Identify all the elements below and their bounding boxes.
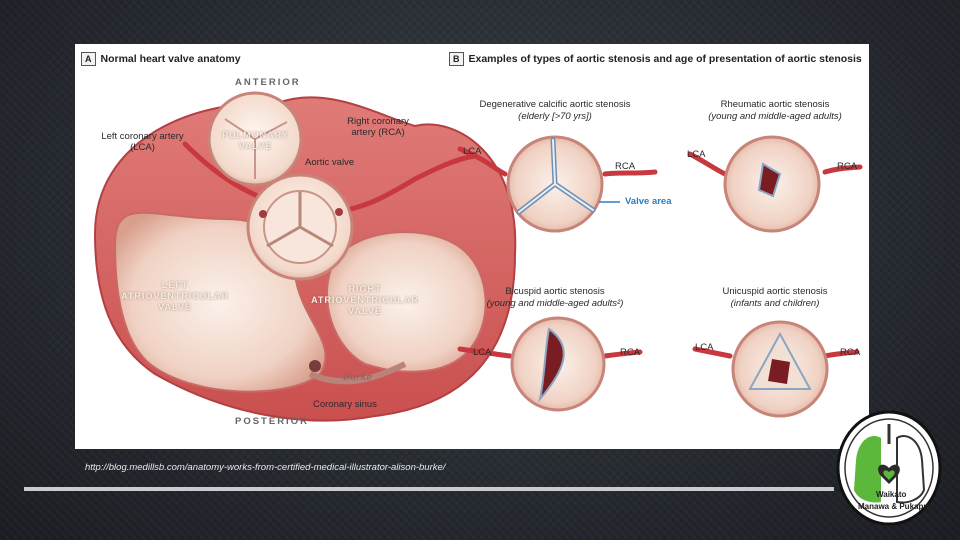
logo-text-line2: Manawa & Pukapuka	[858, 502, 937, 511]
valve-rheumatic	[690, 137, 860, 231]
label-anterior: ANTERIOR	[235, 77, 301, 88]
caption-bicuspid: Bicuspid aortic stenosis (young and midd…	[475, 286, 635, 310]
caption-unicuspid: Unicuspid aortic stenosis (infants and c…	[695, 286, 855, 310]
degenerative-lca-label: LCA	[463, 146, 481, 157]
waikato-logo: Waikato Manawa & Pukapuka	[836, 410, 942, 526]
panel-a-title-text: Normal heart valve anatomy	[101, 53, 241, 65]
degenerative-rca-label: RCA	[615, 161, 635, 172]
caption-unicuspid-name: Unicuspid aortic stenosis	[722, 286, 827, 297]
divider-line	[24, 487, 834, 491]
rheumatic-rca-label: RCA	[837, 161, 857, 172]
panel-b-title: B Examples of types of aortic stenosis an…	[449, 52, 862, 66]
label-left-av-valve: LEFT ATRIOVENTRICULAR VALVE	[115, 280, 235, 313]
caption-unicuspid-sub: (infants and children)	[695, 298, 855, 310]
label-aortic-valve: Aortic valve	[305, 157, 354, 168]
logo-text-line1: Waikato	[876, 490, 906, 499]
caption-bicuspid-name: Bicuspid aortic stenosis	[505, 286, 604, 297]
label-coronary-sinus: Coronary sinus	[313, 399, 377, 410]
panel-b-tag: B	[449, 52, 464, 66]
artist-signature: Burke	[343, 372, 372, 383]
caption-degenerative: Degenerative calcific aortic stenosis (e…	[475, 99, 635, 123]
label-lca: Left coronary artery (LCA)	[95, 131, 190, 153]
label-posterior: POSTERIOR	[235, 416, 309, 427]
bicuspid-rca-label: RCA	[620, 347, 640, 358]
source-url[interactable]: http://blog.medillsb.com/anatomy-works-f…	[85, 462, 445, 473]
bicuspid-lca-label: LCA	[473, 347, 491, 358]
label-valve-area: Valve area	[625, 196, 672, 207]
panel-b-title-text: Examples of types of aortic stenosis and…	[469, 53, 862, 65]
unicuspid-lca-label: LCA	[695, 342, 713, 353]
panel-a-title: A Normal heart valve anatomy	[81, 52, 241, 66]
caption-degenerative-name: Degenerative calcific aortic stenosis	[479, 99, 630, 110]
panel-a-tag: A	[81, 52, 96, 66]
caption-bicuspid-sub: (young and middle-aged adults²)	[475, 298, 635, 310]
label-rca: Right coronary artery (RCA)	[338, 116, 418, 138]
caption-degenerative-sub: (elderly [>70 yrs])	[475, 111, 635, 123]
unicuspid-rca-label: RCA	[840, 347, 860, 358]
heart-valve-figure: A Normal heart valve anatomy ANTERIOR PUL…	[75, 44, 869, 449]
caption-rheumatic: Rheumatic aortic stenosis (young and mid…	[695, 99, 855, 123]
valve-unicuspid	[695, 322, 857, 416]
caption-rheumatic-sub: (young and middle-aged adults)	[695, 111, 855, 123]
label-right-av-valve: RIGHT ATRIOVENTRICULAR VALVE	[310, 284, 420, 317]
caption-rheumatic-name: Rheumatic aortic stenosis	[721, 99, 830, 110]
label-pulmonary-valve: PULMONARY VALVE	[218, 130, 293, 152]
rheumatic-lca-label: LCA	[687, 149, 705, 160]
